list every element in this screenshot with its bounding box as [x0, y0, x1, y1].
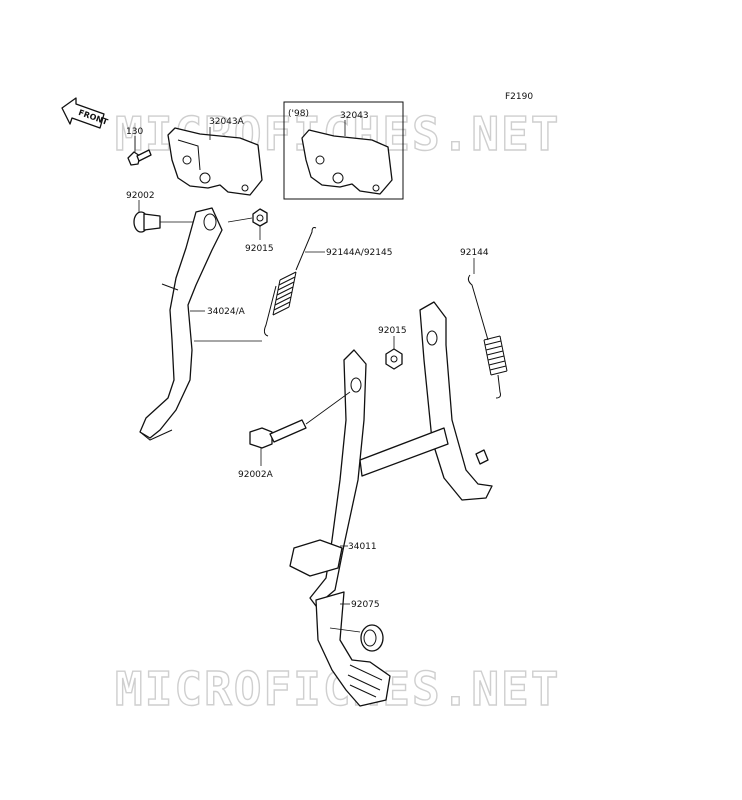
- label-92015-mid: 92015: [378, 326, 407, 336]
- label-92002: 92002: [126, 191, 155, 201]
- spring-92144: [467, 274, 508, 399]
- label-32043A: 32043A: [209, 117, 245, 127]
- bolt-130: [127, 149, 152, 166]
- nut-92015-top: [252, 208, 268, 227]
- label-92144A: 92144A/92145: [326, 248, 392, 258]
- label-92002A: 92002A: [238, 470, 274, 480]
- label-92075: 92075: [351, 600, 380, 610]
- label-92015-top: 92015: [245, 244, 274, 254]
- leader-bolt-axis: [305, 391, 351, 425]
- label-32043: 32043: [340, 111, 369, 121]
- front-arrow-icon: FRONT: [61, 97, 110, 129]
- bolt-92002A: [249, 419, 307, 449]
- rubber-92075: [360, 624, 384, 652]
- nut-92015-mid: [385, 348, 403, 370]
- leader-nut-top: [227, 217, 253, 223]
- spring-92144A: [263, 227, 317, 337]
- label-34024: 34024/A: [207, 307, 246, 317]
- bracket-32043: [301, 129, 393, 195]
- label-34011: 34011: [348, 542, 377, 552]
- side-stand-34024: [139, 207, 223, 441]
- inset-box: [283, 101, 404, 200]
- diagram-code: F2190: [505, 92, 533, 102]
- leader-rubber: [329, 627, 361, 633]
- center-stand-34011: [289, 301, 493, 707]
- bracket-32043A: [167, 127, 263, 196]
- label-92144: 92144: [460, 248, 489, 258]
- inset-label: ('98): [288, 109, 309, 119]
- label-130: 130: [126, 127, 143, 137]
- pin-92002: [133, 211, 161, 233]
